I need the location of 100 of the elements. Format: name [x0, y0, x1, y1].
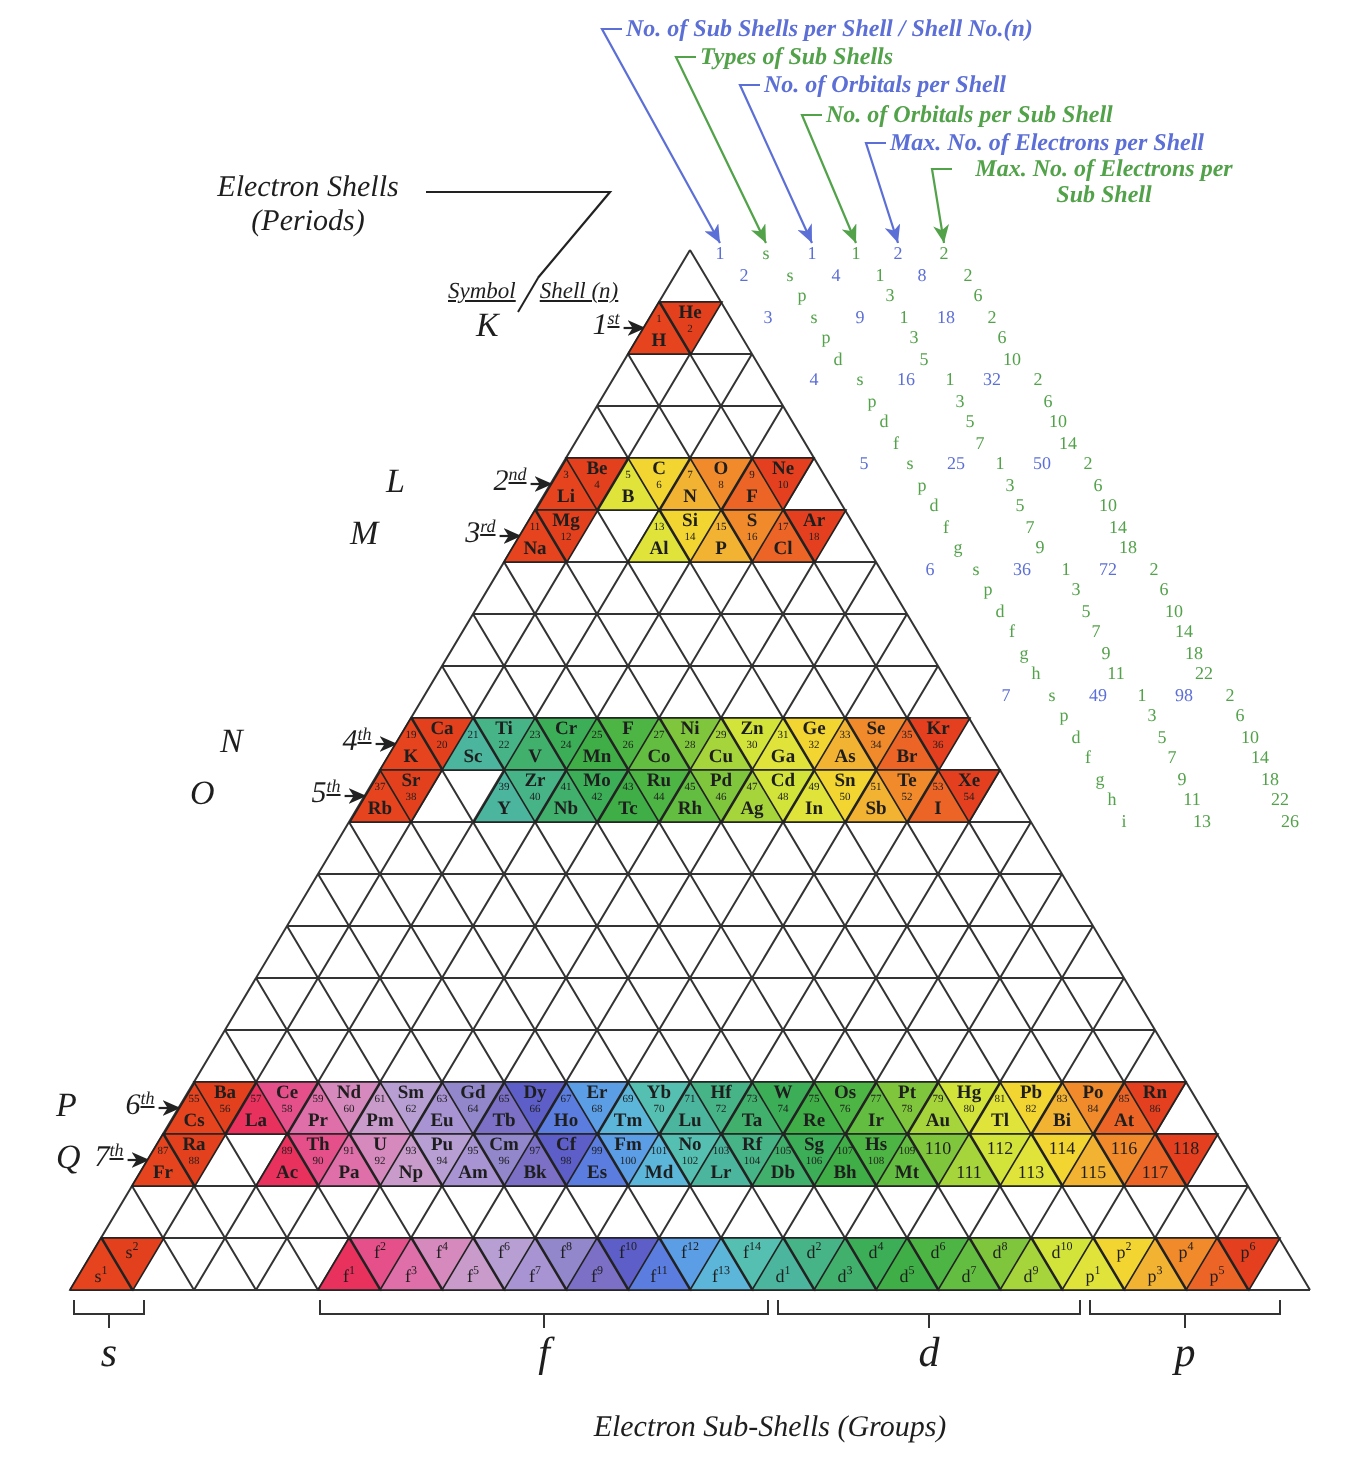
arrow: [127, 1152, 150, 1168]
table-value: 2: [1033, 371, 1043, 389]
table-value: 14: [1251, 749, 1269, 767]
table-value: 2: [739, 266, 749, 284]
subshell-cell: [628, 1238, 690, 1290]
table-value: 1: [995, 455, 1005, 473]
table-value: 2: [939, 245, 949, 263]
table-value: 2: [1149, 560, 1159, 578]
table-value: 18: [1119, 539, 1137, 557]
subshell-label: d$^{3}$: [837, 1266, 853, 1286]
element-symbol: Tc: [618, 800, 638, 820]
arrow: [800, 113, 857, 244]
element-symbol: Hs: [864, 1136, 888, 1156]
table-value: s: [856, 371, 864, 389]
element-symbol: Ho: [553, 1112, 579, 1132]
table-value: 4: [809, 371, 819, 389]
table-value: s: [762, 245, 770, 263]
shell-ordinal: 3$^{rd}$: [465, 518, 496, 550]
element-symbol: Mn: [582, 748, 612, 768]
table-value: 3: [1071, 581, 1081, 599]
element-symbol: Zr: [524, 772, 546, 792]
element-symbol: Br: [896, 748, 918, 768]
subshell-cell: [1186, 1238, 1248, 1290]
atomic-number: 111: [956, 1162, 982, 1182]
table-value: p: [1059, 707, 1069, 725]
table-value: 9: [855, 308, 865, 326]
table-value: 7: [975, 434, 985, 452]
subshell-label: f$^{10}$: [619, 1242, 637, 1262]
table-value: 22: [1271, 791, 1289, 809]
element-symbol: Rf: [741, 1136, 763, 1156]
element-symbol: No: [678, 1136, 702, 1156]
element-symbol: Ce: [275, 1084, 299, 1104]
table-value: 10: [1003, 350, 1021, 368]
element-symbol: Sr: [401, 772, 421, 792]
subshell-label: d$^{6}$: [930, 1242, 946, 1262]
element-symbol: Pb: [1019, 1084, 1043, 1104]
table-value: 18: [937, 308, 955, 326]
element-symbol: F: [746, 488, 758, 508]
table-value: 5: [1081, 602, 1091, 620]
subshell-label: p$^{1}$: [1085, 1266, 1101, 1286]
subshell-group-label: s: [100, 1330, 118, 1374]
element-symbol: Co: [647, 748, 671, 768]
table-value: g: [1095, 770, 1105, 788]
subshell-label: d$^{2}$: [806, 1242, 822, 1262]
arrow: [499, 528, 522, 544]
column-heading: Max. No. of Electrons per Shell: [890, 130, 1205, 156]
element-symbol: U: [373, 1136, 387, 1156]
subshell-group-label: p: [1174, 1330, 1196, 1374]
table-value: p: [821, 329, 831, 347]
table-value: 14: [1175, 623, 1193, 641]
table-value: i: [1121, 812, 1127, 830]
table-value: 14: [1109, 518, 1127, 536]
element-symbol: Zn: [740, 720, 764, 740]
table-value: 9: [1035, 539, 1045, 557]
subshell-cell: [70, 1238, 132, 1290]
element-symbol: Hg: [956, 1084, 982, 1104]
element-symbol: Cd: [770, 772, 796, 792]
element-symbol: Tm: [613, 1112, 643, 1132]
subshell-cell: [690, 1238, 752, 1290]
element-symbol: Au: [925, 1112, 951, 1132]
leader-line: [426, 190, 613, 279]
element-symbol: Pa: [338, 1164, 360, 1184]
table-value: 2: [987, 308, 997, 326]
element-symbol: P: [715, 540, 727, 560]
arrow: [158, 1100, 181, 1116]
table-value: 5: [1157, 728, 1167, 746]
table-value: 9: [1101, 644, 1111, 662]
table-value: 2: [1083, 455, 1093, 473]
table-value: 5: [1015, 497, 1025, 515]
subshell-label: f$^{5}$: [467, 1266, 479, 1286]
element-symbol: Cl: [773, 540, 793, 560]
arrow: [344, 788, 367, 804]
shell-ordinal: 2$^{nd}$: [493, 466, 527, 498]
atomic-number: 112: [986, 1138, 1014, 1158]
table-value: f: [1085, 749, 1091, 767]
table-value: 6: [925, 560, 935, 578]
element-symbol: In: [805, 800, 823, 820]
table-value: 7: [1167, 749, 1177, 767]
table-value: 5: [859, 455, 869, 473]
element-symbol: Cs: [183, 1112, 205, 1132]
element-symbol: Am: [458, 1164, 488, 1184]
table-value: 2: [893, 245, 903, 263]
table-value: 8: [917, 266, 927, 284]
table-value: 2: [963, 266, 973, 284]
element-symbol: Te: [897, 772, 917, 792]
table-value: h: [1031, 665, 1041, 683]
subshell-label: p$^{4}$: [1178, 1242, 1194, 1262]
shell-symbol: M: [350, 516, 379, 552]
table-value: s: [1048, 686, 1056, 704]
subshell-label: f$^{7}$: [529, 1266, 541, 1286]
shell-symbol: L: [386, 464, 405, 500]
table-value: 32: [983, 371, 1001, 389]
element-symbol: Ni: [680, 720, 700, 740]
table-value: 18: [1185, 644, 1203, 662]
column-heading: No. of Sub Shells per Shell / Shell No.(n): [626, 16, 1033, 42]
table-value: 14: [1059, 434, 1077, 452]
subshell-label: p$^{3}$: [1147, 1266, 1163, 1286]
subshell-label: d$^{9}$: [1023, 1266, 1039, 1286]
element-symbol: Gd: [460, 1084, 486, 1104]
table-value: 25: [947, 455, 965, 473]
